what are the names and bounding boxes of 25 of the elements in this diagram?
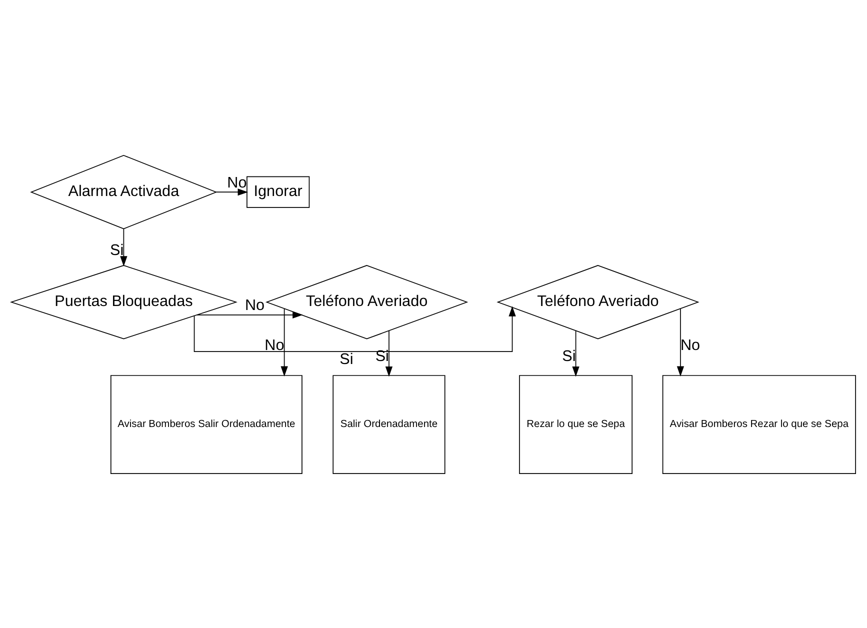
arrow bbox=[120, 228, 128, 266]
edge-label: No bbox=[227, 174, 247, 191]
arrow bbox=[194, 306, 516, 352]
node-box: Ignorar bbox=[246, 176, 310, 208]
edge-label: Si bbox=[375, 348, 389, 365]
node-diamond: Puertas Bloqueadas bbox=[10, 264, 238, 339]
edge-label: No bbox=[244, 296, 265, 314]
arrow bbox=[216, 188, 248, 196]
edge-label: Si bbox=[340, 350, 354, 368]
node-diamond: Teléfono Averiado bbox=[496, 264, 700, 339]
node-diamond: Alarma Activada bbox=[30, 154, 218, 229]
node-box: Avisar Bomberos Rezar lo que se Sepa bbox=[662, 374, 856, 474]
edge-label: Si bbox=[110, 242, 124, 259]
arrow bbox=[280, 308, 288, 376]
arrow bbox=[572, 330, 580, 376]
node-diamond: Teléfono Averiado bbox=[265, 264, 468, 339]
arrow bbox=[385, 330, 393, 376]
arrow bbox=[676, 308, 684, 376]
arrow bbox=[196, 310, 303, 318]
edge-label: No bbox=[680, 336, 700, 354]
node-box: Rezar lo que se Sepa bbox=[519, 374, 633, 474]
edge-label: No bbox=[264, 336, 284, 354]
edge-label: Si bbox=[562, 348, 576, 365]
node-box: Salir Ordenadamente bbox=[332, 374, 446, 474]
node-box: Avisar Bomberos Salir Ordenadamente bbox=[110, 374, 302, 474]
